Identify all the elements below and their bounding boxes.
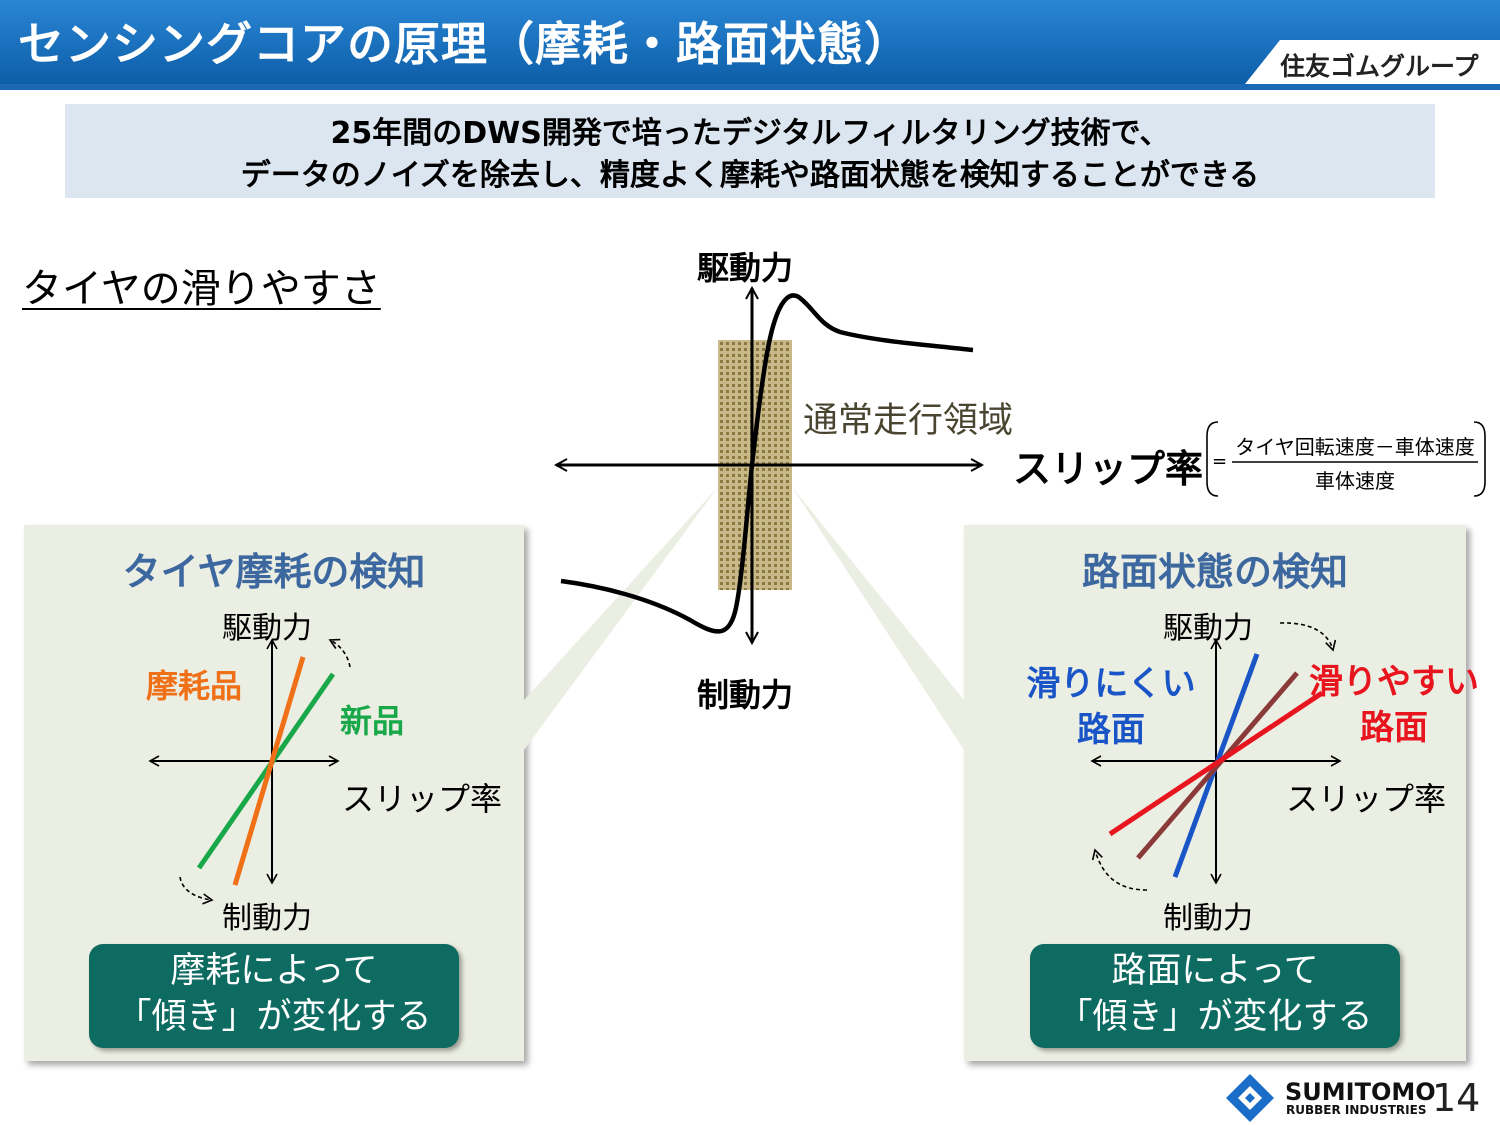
road-note-line-2: 「傾き」が変化する: [1057, 997, 1373, 1037]
summary-box: 25年間のDWS開発で培ったデジタルフィルタリング技術で、 データのノイズを除去…: [65, 104, 1435, 198]
slippery-road-line: [1108, 690, 1324, 837]
new-tire-label: 新品: [340, 702, 405, 740]
left-rotation-arrow-top: [328, 638, 351, 668]
left-rotation-arrow-bottom: [179, 876, 214, 905]
formula-equals: =: [1212, 451, 1228, 472]
new-tire-line: [196, 672, 336, 870]
slippery-road-label-2: 路面: [1360, 708, 1428, 748]
company-name: SUMITOMO: [1285, 1078, 1436, 1106]
tire-wear-title: タイヤ摩耗の検知: [122, 550, 426, 594]
header-bar: [0, 0, 1500, 84]
logo-tab-shape: [1245, 40, 1500, 84]
company-subname: RUBBER INDUSTRIES: [1286, 1103, 1427, 1117]
right-axis-brake-label: 制動力: [1163, 901, 1253, 936]
road-condition-title: 路面状態の検知: [1081, 550, 1348, 594]
right-axis-slip-label: スリップ率: [1286, 780, 1447, 818]
worn-tire-label: 摩耗品: [146, 667, 243, 705]
main-axis-brake-label: 制動力: [697, 676, 794, 714]
road-slope-note: 路面によって 「傾き」が変化する: [1030, 944, 1400, 1048]
grippy-road-label-1: 滑りにくい: [1026, 664, 1196, 704]
main-axis-drive-label: 駆動力: [697, 249, 794, 287]
group-logo: 住友ゴムグループ: [1280, 52, 1479, 81]
formula-denominator: 車体速度: [1315, 469, 1395, 493]
formula-right-paren: [1473, 421, 1486, 497]
wear-slope-note: 摩耗によって 「傾き」が変化する: [89, 944, 459, 1048]
worn-tire-line: [232, 656, 306, 886]
wear-note-line-1: 摩耗によって: [170, 951, 378, 991]
right-rotation-arrow-top: [1279, 622, 1337, 652]
left-callout-wedge: [524, 487, 718, 750]
wear-note-line-2: 「傾き」が変化する: [116, 997, 432, 1037]
summary-line-1: 25年間のDWS開発で培ったデジタルフィルタリング技術で、: [330, 116, 1170, 151]
right-axis-drive-label: 駆動力: [1163, 611, 1253, 646]
slippery-road-label-1: 滑りやすい: [1309, 662, 1479, 702]
formula-numerator: タイヤ回転速度－車体速度: [1235, 435, 1475, 459]
page-title: センシングコアの原理（摩耗・路面状態）: [18, 17, 911, 71]
slip-heading: タイヤの滑りやすさ: [22, 266, 381, 312]
right-callout-wedge: [792, 487, 964, 750]
road-note-line-1: 路面によって: [1111, 951, 1319, 991]
left-axis-drive-label: 駆動力: [222, 611, 312, 646]
normal-running-label: 通常走行領域: [803, 401, 1014, 441]
slip-force-curve: [560, 293, 974, 634]
page-number: 14: [1432, 1076, 1481, 1120]
formula-left-paren: [1206, 421, 1219, 497]
grippy-road-label-2: 路面: [1077, 710, 1145, 750]
summary-line-2: データのノイズを除去し、精度よく摩耗や路面状態を検知することができる: [240, 158, 1260, 193]
left-axis-brake-label: 制動力: [222, 901, 312, 936]
main-axis-slip-label: スリップ率: [1013, 447, 1204, 491]
sumitomo-logo-icon: [1226, 1074, 1274, 1122]
header-underline: [0, 84, 1500, 90]
right-rotation-arrow-bottom: [1091, 848, 1148, 891]
left-axis-slip-label: スリップ率: [342, 780, 503, 818]
